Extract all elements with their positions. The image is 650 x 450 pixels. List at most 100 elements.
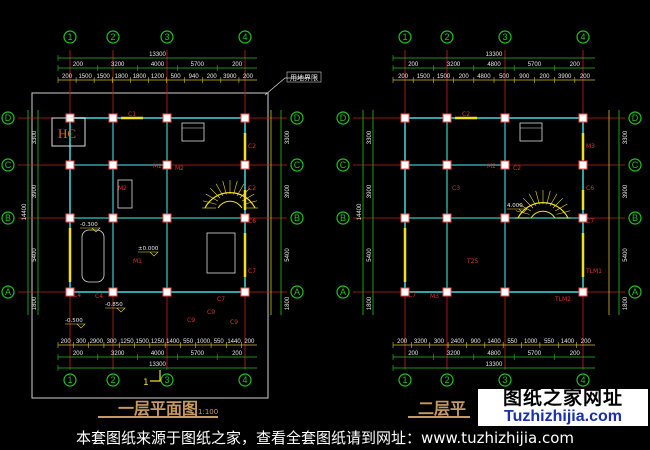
elevation-symbol [105, 307, 126, 313]
axis-label-3: 3 [164, 375, 169, 385]
sofa-set [206, 232, 236, 274]
opening-tag: M2 [118, 185, 127, 192]
stair-tread [241, 193, 255, 202]
side-dim: 1800 [32, 296, 38, 310]
column [108, 287, 118, 297]
bottom-detail-dim: 1400 [166, 339, 180, 345]
axis-label-D: D [294, 113, 301, 123]
stair-tread [556, 210, 571, 215]
axis-label-A: A [632, 287, 638, 297]
bottom-detail-dim: 2400 [451, 339, 465, 345]
top-detail-dim: 200 [62, 74, 73, 80]
column [400, 160, 410, 170]
stair-tread [205, 193, 219, 202]
axis-bubble [1, 285, 15, 299]
bottom-detail-dim: 200 [397, 339, 408, 345]
opening-tag: C7 [217, 296, 225, 303]
plan-title-floor2: 二层平 [418, 399, 467, 418]
side-dim: 1800 [623, 296, 629, 310]
side-dim: 5400 [367, 248, 373, 262]
stair-tread [222, 180, 227, 195]
top-dim: 4800 [487, 62, 501, 68]
opening-tag: C9 [187, 317, 195, 324]
axis-bubble [238, 30, 252, 44]
watermark-box: 图纸之家网址 Tuzhizhijia.com [478, 388, 648, 426]
axis-label-2: 2 [110, 375, 115, 385]
stair-tread [552, 197, 564, 209]
side-dim: 5400 [32, 248, 38, 262]
bottom-dim: 4000 [151, 351, 165, 357]
bottom-dim: 3200 [447, 351, 461, 357]
axis-label-3: 3 [502, 32, 507, 42]
side-dim: 3900 [285, 184, 291, 198]
elevation-mark: -0.850 [105, 302, 123, 308]
bottom-detail-dim: 1400 [561, 339, 575, 345]
axis-bubble [628, 211, 642, 225]
stair-tread [243, 200, 258, 205]
elevation-mark: -0.500 [65, 318, 83, 324]
top-dim: 200 [408, 62, 419, 68]
column [578, 113, 588, 123]
top-detail-dim: 1500 [417, 74, 431, 80]
bottom-dim: 200 [232, 351, 243, 357]
axis-label-1: 1 [67, 32, 72, 42]
top-detail-dim: 200 [243, 74, 254, 80]
column [578, 287, 588, 297]
side-dim: 3300 [623, 130, 629, 144]
axis-label-4: 4 [580, 375, 585, 385]
column [65, 213, 75, 223]
axis-label-2: 2 [444, 32, 449, 42]
exterior-wall [69, 117, 246, 293]
elevation-symbol [65, 323, 86, 329]
opening-tag: C2 [248, 143, 256, 150]
stair-tread [554, 203, 568, 212]
axis-label-1: 1 [402, 32, 407, 42]
bottom-dim: 200 [570, 351, 581, 357]
top-detail-dim: 3900 [558, 74, 572, 80]
top-detail-dim: 3900 [223, 74, 237, 80]
top-detail-dim: 500 [171, 74, 182, 80]
axis-label-C: C [5, 160, 12, 170]
column [240, 113, 250, 123]
axis-bubble [336, 285, 350, 299]
top-detail-dim: 4800 [477, 74, 491, 80]
axis-bubble [1, 211, 15, 225]
bottom-detail-dim: 550 [544, 339, 555, 345]
top-detail-dim: 900 [519, 74, 530, 80]
title-underline [98, 416, 218, 418]
stair-tread [522, 197, 534, 209]
top-detail-dim: 1500 [97, 74, 111, 80]
total-width-dim: 13300 [486, 362, 503, 368]
top-dim: 200 [232, 62, 243, 68]
top-detail-dim: 500 [499, 74, 510, 80]
axis-label-A: A [5, 287, 11, 297]
axis-label-4: 4 [580, 32, 585, 42]
bottom-detail-dim: 1250 [120, 339, 134, 345]
top-detail-dim: 200 [459, 74, 470, 80]
bottom-dim: 5700 [191, 351, 205, 357]
axis-label-D: D [5, 113, 12, 123]
axis-bubble [290, 158, 304, 172]
axis-label-B: B [340, 213, 346, 223]
opening-tag: M1 [133, 258, 142, 265]
column [240, 287, 250, 297]
bottom-dim: 200 [408, 351, 419, 357]
column [65, 160, 75, 170]
stair-tread [202, 200, 217, 205]
stair-tread [518, 203, 532, 212]
axis-label-4: 4 [242, 32, 247, 42]
column [400, 213, 410, 223]
opening-tag: TLM1 [585, 268, 602, 275]
top-detail-dim: 940 [189, 74, 200, 80]
opening-tag: C2 [513, 165, 521, 172]
axis-label-A: A [294, 287, 300, 297]
stair-tread [209, 187, 221, 199]
top-dim: 5700 [528, 62, 542, 68]
opening-tag: T25 [466, 258, 478, 265]
side-dim: 3900 [623, 184, 629, 198]
top-detail-dim: 200 [580, 74, 591, 80]
bottom-detail-dim: 200 [581, 339, 592, 345]
axis-bubble [440, 373, 454, 387]
axis-bubble [628, 111, 642, 125]
bottom-detail-dim: 1000 [524, 339, 538, 345]
